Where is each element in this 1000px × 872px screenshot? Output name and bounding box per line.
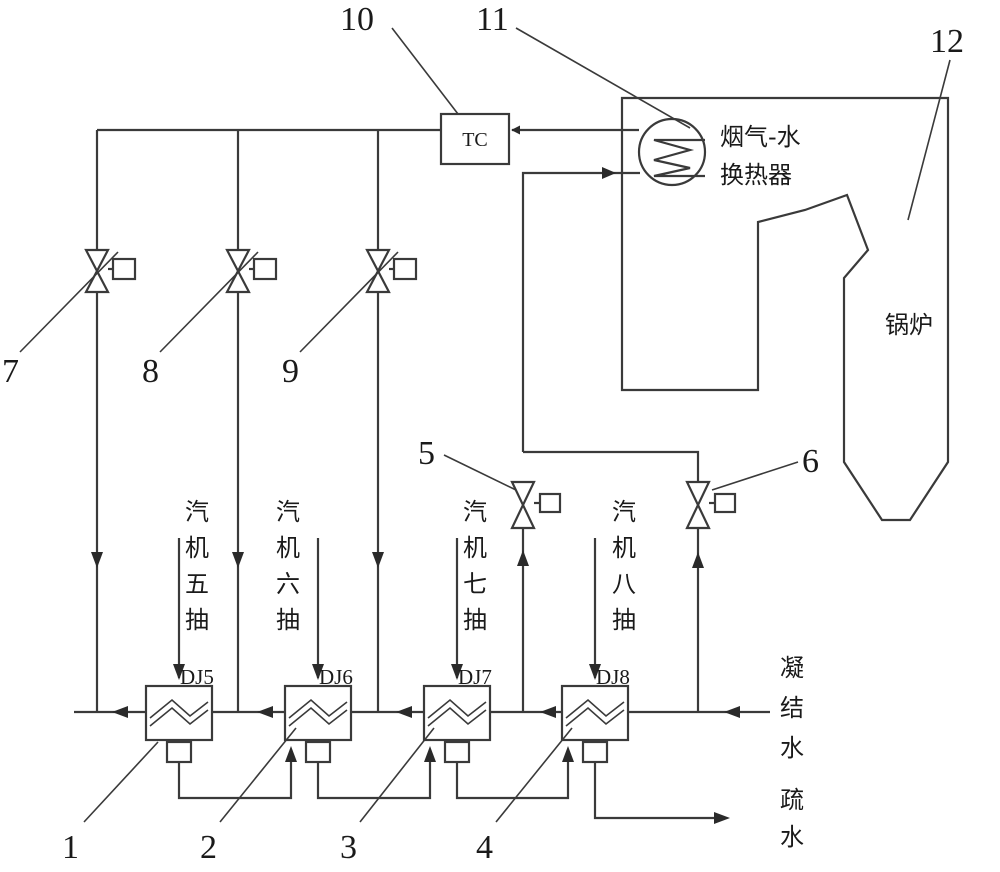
svg-text:机: 机 (463, 534, 487, 562)
callout-7: 7 (2, 353, 19, 390)
arrow-drain-2 (424, 746, 436, 762)
boiler-outline (620, 96, 950, 522)
svg-text:凝: 凝 (780, 654, 804, 682)
svg-text:结: 结 (780, 694, 804, 722)
callout-8: 8 (142, 353, 159, 390)
heater-dj5 (144, 538, 214, 764)
heat-exchanger (637, 117, 707, 187)
tc-label: TC (462, 129, 488, 151)
exchanger-coil (653, 138, 705, 178)
arrow-main-2 (396, 706, 412, 718)
callout-6: 6 (802, 443, 819, 480)
tc-controller (439, 112, 511, 166)
drain-2-3 (316, 756, 432, 800)
leader-8 (159, 251, 259, 353)
svg-text:抽: 抽 (185, 606, 209, 634)
inlet-label: 凝 结 水 (780, 654, 804, 762)
leader-7 (19, 251, 119, 353)
svg-text:机: 机 (612, 534, 636, 562)
heater-id-dj6: DJ6 (319, 665, 353, 689)
pipe-valve5-valve6-top (523, 450, 700, 482)
callout-1: 1 (62, 829, 79, 866)
arrow-to-exchanger (602, 167, 616, 179)
arrow-main-4 (112, 706, 128, 718)
leader-9 (299, 251, 399, 353)
svg-text:汽: 汽 (276, 498, 300, 526)
exchanger-label-2: 换热器 (720, 161, 792, 189)
arrow-inlet (724, 706, 740, 718)
leader-2 (219, 727, 297, 823)
leader-6 (711, 461, 799, 491)
leader-11 (515, 27, 691, 129)
callout-10: 10 (340, 1, 374, 38)
leader-4 (495, 727, 573, 823)
arrow-drain-1 (285, 746, 297, 762)
leader-3 (359, 727, 435, 823)
svg-text:抽: 抽 (276, 606, 300, 634)
heater-dj7 (422, 538, 492, 764)
drain-outlet (593, 762, 722, 820)
boiler-label: 锅炉 (885, 311, 933, 339)
svg-text:机: 机 (185, 534, 209, 562)
drain-label: 疏 水 (780, 786, 804, 851)
svg-text:疏: 疏 (780, 786, 804, 814)
svg-text:六: 六 (276, 570, 300, 598)
heater-id-dj5: DJ5 (180, 665, 214, 689)
svg-text:七: 七 (463, 570, 487, 598)
drain-1-2 (177, 756, 293, 800)
callout-9: 9 (282, 353, 299, 390)
svg-text:五: 五 (185, 570, 209, 598)
svg-text:汽: 汽 (185, 498, 209, 526)
drain-3-4 (455, 756, 570, 800)
svg-text:机: 机 (276, 534, 300, 562)
arrow-main-1 (540, 706, 556, 718)
arrow-drain-3 (562, 746, 574, 762)
arrow-drain-out (714, 812, 730, 824)
svg-text:抽: 抽 (463, 606, 487, 634)
arrow-main-3 (257, 706, 273, 718)
pipe-to-exchanger (521, 171, 600, 452)
branch-7 (84, 130, 137, 712)
svg-text:水: 水 (780, 823, 804, 851)
svg-text:水: 水 (780, 734, 804, 762)
heater-dj8 (560, 538, 630, 764)
callout-3: 3 (340, 829, 357, 866)
callout-5: 5 (418, 435, 435, 472)
svg-text:汽: 汽 (463, 498, 487, 526)
callout-11: 11 (476, 1, 509, 38)
heater-id-dj8: DJ8 (596, 665, 630, 689)
branch-8 (225, 130, 278, 712)
valve-5 (510, 480, 562, 712)
steam-label-7: 汽 机 七 抽 (463, 498, 487, 634)
callout-2: 2 (200, 829, 217, 866)
svg-text:抽: 抽 (612, 606, 636, 634)
heater-id-dj7: DJ7 (458, 665, 492, 689)
leader-10 (391, 27, 459, 115)
steam-label-5: 汽 机 五 抽 (185, 498, 209, 634)
exchanger-label-1: 烟气-水 (720, 123, 801, 151)
svg-text:八: 八 (612, 570, 636, 598)
steam-label-8: 汽 机 八 抽 (612, 498, 636, 634)
leader-5 (443, 454, 517, 491)
callout-4: 4 (476, 829, 493, 866)
branch-9 (365, 130, 418, 712)
leader-12 (907, 59, 951, 221)
callout-12: 12 (930, 23, 964, 60)
svg-text:汽: 汽 (612, 498, 636, 526)
valve-6 (685, 480, 737, 712)
steam-label-6: 汽 机 六 抽 (276, 498, 300, 634)
leader-1 (83, 741, 159, 823)
